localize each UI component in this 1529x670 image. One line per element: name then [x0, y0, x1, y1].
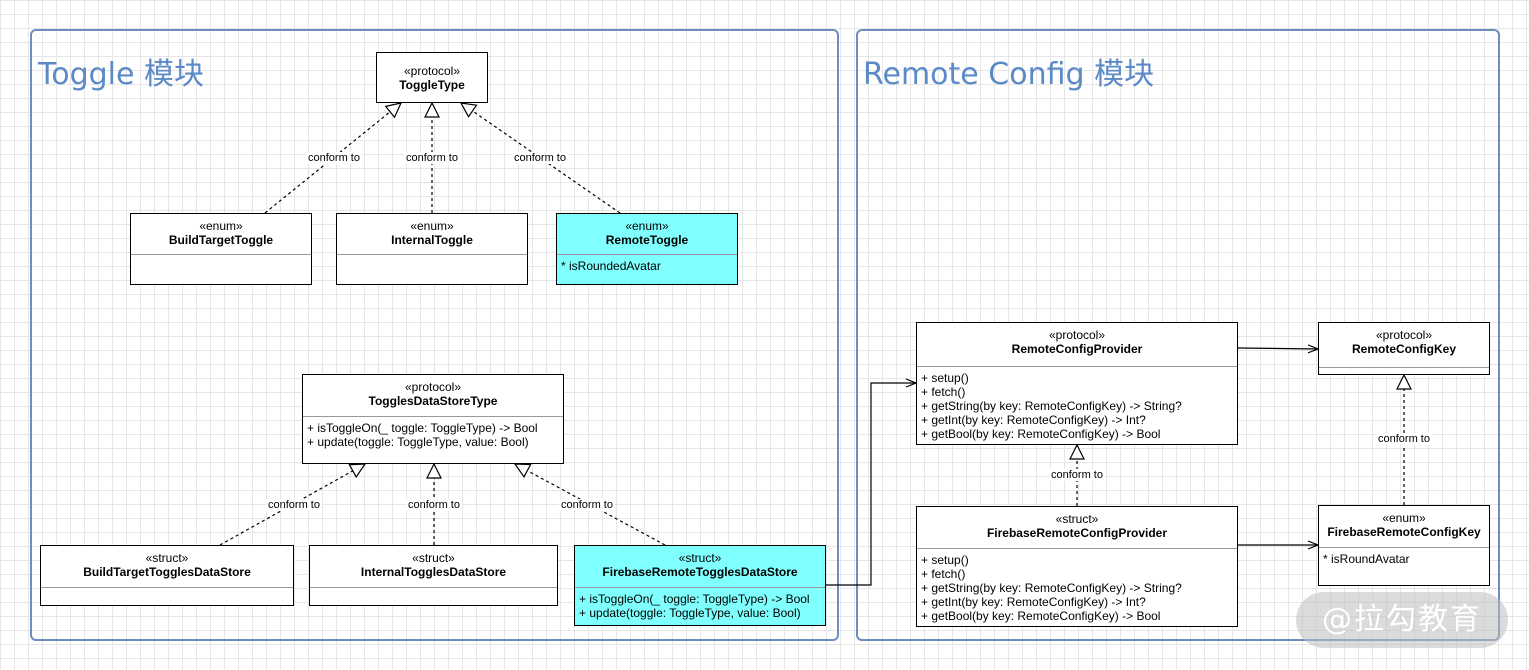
edge-label-buildtarget-store: conform to — [266, 499, 322, 511]
class-firebase-remote-config-key: «enum» FirebaseRemoteConfigKey * isRound… — [1318, 505, 1490, 586]
class-member: + fetch() — [921, 385, 966, 399]
toggle-module — [30, 29, 839, 641]
edge-label-internal-toggle: conform to — [404, 152, 460, 164]
class-toggle-type: «protocol» ToggleType — [376, 52, 488, 103]
class-member: * isRoundAvatar — [1323, 552, 1410, 566]
stereotype-label: «enum» — [1382, 511, 1426, 525]
stereotype-label: «protocol» — [1375, 328, 1433, 342]
class-member: + getBool(by key: RemoteConfigKey) -> Bo… — [921, 609, 1161, 623]
class-toggles-data-store-type: «protocol» TogglesDataStoreType + isTogg… — [302, 374, 564, 464]
class-name: FirebaseRemoteTogglesDataStore — [602, 565, 798, 579]
class-name: FirebaseRemoteConfigProvider — [986, 526, 1168, 540]
class-member: + getInt(by key: RemoteConfigKey) -> Int… — [921, 595, 1146, 609]
stereotype-label: «struct» — [145, 551, 189, 565]
class-name: RemoteToggle — [605, 233, 689, 247]
edge-label-firebase-provider: conform to — [1049, 469, 1105, 481]
stereotype-label: «protocol» — [1048, 328, 1106, 342]
class-name: InternalTogglesDataStore — [360, 565, 507, 579]
class-member: + getString(by key: RemoteConfigKey) -> … — [921, 581, 1182, 595]
stereotype-label: «struct» — [412, 551, 455, 565]
class-name: RemoteConfigKey — [1351, 342, 1456, 356]
class-build-target-toggles-data-store: «struct» BuildTargetTogglesDataStore — [40, 545, 294, 606]
class-name: RemoteConfigProvider — [1011, 342, 1143, 356]
edge-label-buildtarget-toggle: conform to — [306, 152, 362, 164]
class-remote-config-key: «protocol» RemoteConfigKey — [1318, 322, 1490, 375]
class-name: TogglesDataStoreType — [368, 394, 498, 408]
class-name: BuildTargetTogglesDataStore — [83, 565, 251, 579]
stereotype-label: «struct» — [1055, 512, 1099, 526]
stereotype-label: «protocol» — [403, 64, 461, 78]
class-remote-toggle: «enum» RemoteToggle * isRoundedAvatar — [556, 213, 738, 285]
class-member: + setup() — [921, 553, 969, 567]
stereotype-label: «enum» — [199, 219, 243, 233]
class-member: + isToggleOn(_ toggle: ToggleType) -> Bo… — [307, 421, 538, 435]
class-internal-toggles-data-store: «struct» InternalTogglesDataStore — [309, 545, 558, 606]
edge-label-firebase-key: conform to — [1376, 433, 1432, 445]
class-member: + getInt(by key: RemoteConfigKey) -> Int… — [921, 413, 1146, 427]
conform-edge-buildtarget-toggle — [264, 103, 401, 214]
class-member: + setup() — [921, 371, 969, 385]
class-name: ToggleType — [399, 78, 465, 92]
class-name: FirebaseRemoteConfigKey — [1327, 525, 1481, 539]
class-member: + fetch() — [921, 567, 966, 581]
class-firebase-remote-config-provider: «struct» FirebaseRemoteConfigProvider + … — [916, 506, 1238, 627]
stereotype-label: «protocol» — [404, 380, 462, 394]
toggle-module-title: Toggle 模块 — [38, 57, 204, 92]
conform-edge-buildtarget-store — [219, 464, 365, 546]
edge-label-firebase-store: conform to — [559, 499, 615, 511]
class-member: + update(toggle: ToggleType, value: Bool… — [579, 606, 801, 620]
remote-config-module — [856, 29, 1500, 641]
association-provider-to-key — [1237, 348, 1318, 349]
stereotype-label: «enum» — [410, 219, 454, 233]
class-firebase-remote-toggles-data-store: «struct» FirebaseRemoteTogglesDataStore … — [574, 545, 826, 626]
edge-label-remote-toggle: conform to — [512, 152, 568, 164]
stereotype-label: «enum» — [625, 219, 669, 233]
class-name: BuildTargetToggle — [168, 233, 274, 247]
class-remote-config-provider: «protocol» RemoteConfigProvider + setup(… — [916, 322, 1238, 445]
class-member: + getBool(by key: RemoteConfigKey) -> Bo… — [921, 427, 1161, 441]
remote-config-module-title: Remote Config 模块 — [863, 57, 1155, 92]
class-member: + isToggleOn(_ toggle: ToggleType) -> Bo… — [579, 592, 810, 606]
class-name: InternalToggle — [391, 233, 473, 247]
class-build-target-toggle: «enum» BuildTargetToggle — [130, 213, 312, 285]
watermark-logo: @拉勾教育 — [1296, 592, 1508, 648]
class-member: + update(toggle: ToggleType, value: Bool… — [307, 435, 529, 449]
class-member: + getString(by key: RemoteConfigKey) -> … — [921, 399, 1182, 413]
association-store-to-provider — [826, 383, 916, 586]
edge-label-internal-store: conform to — [406, 499, 462, 511]
class-member: * isRoundedAvatar — [561, 259, 661, 273]
class-internal-toggle: «enum» InternalToggle — [336, 213, 528, 285]
stereotype-label: «struct» — [678, 551, 722, 565]
